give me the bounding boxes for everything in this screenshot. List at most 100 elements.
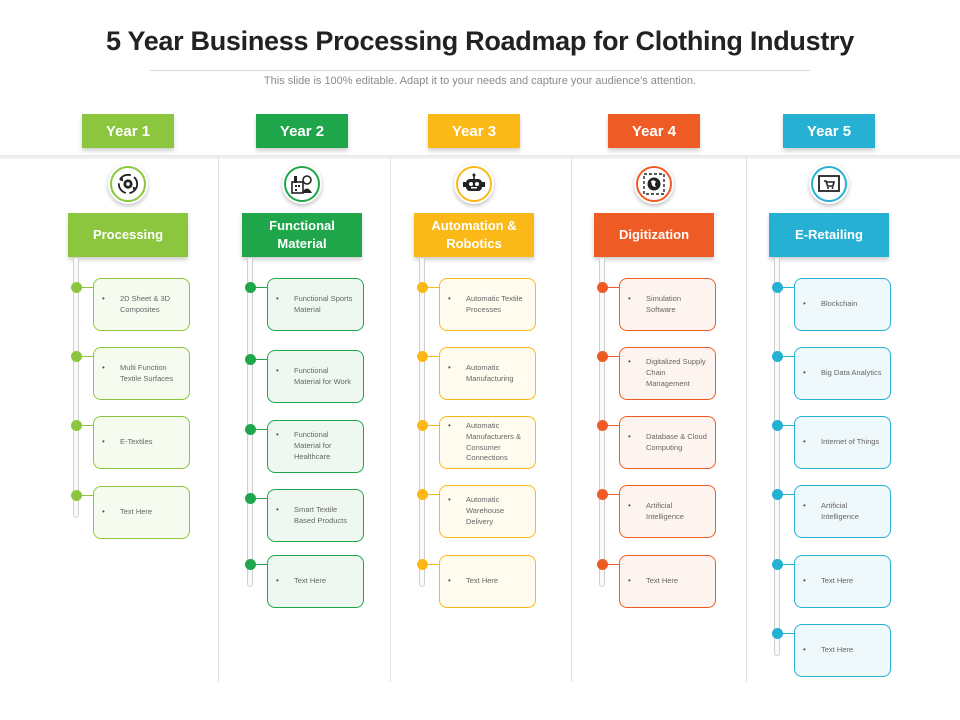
roadmap-item-text: Automatic Manufacturers & Consumer Conne… [466, 420, 522, 463]
roadmap-item-text: Functional Sports Material [294, 293, 353, 314]
roadmap-item: •Smart Textile Based Products [267, 489, 364, 542]
page-subtitle: This slide is 100% editable. Adapt it to… [263, 75, 697, 87]
timeline-connector [80, 425, 98, 426]
roadmap-item: •2D Sheet & 3D Composites [93, 278, 190, 331]
timeline-dot [416, 351, 428, 362]
timeline-dot [771, 628, 783, 639]
roadmap-item-text: Text Here [646, 576, 679, 586]
bullet-marker: • [276, 293, 279, 303]
roadmap-item: •Multi Function Textile Surfaces [93, 347, 190, 400]
bullet-marker: • [276, 576, 279, 586]
timeline-connector [426, 356, 444, 357]
roadmap-item: • Functional Sports Material [267, 278, 364, 331]
category-icon-badge [634, 164, 674, 204]
roadmap-item: • Simulation Software [619, 278, 716, 331]
timeline-dot [596, 282, 608, 293]
gear-cycle-icon [110, 166, 146, 202]
roadmap-item: •Automatic Manufacturing [439, 347, 536, 400]
timeline-dot [771, 351, 783, 362]
timeline-dot [244, 282, 256, 293]
year-tab: Year 5 [783, 114, 875, 148]
bullet-marker: • [448, 420, 451, 430]
timeline-dot [771, 489, 783, 500]
factory-worker-icon [284, 166, 320, 202]
timeline-connector [80, 356, 98, 357]
roadmap-item: • Automatic Textile Processes [439, 278, 536, 331]
page-title: 5 Year Business Processing Roadmap for C… [106, 26, 854, 56]
bullet-marker: • [803, 576, 806, 586]
roadmap-item: •Text Here [267, 555, 364, 608]
timeline-connector [254, 564, 272, 565]
bullet-marker: • [448, 362, 451, 372]
year-tab: Year 4 [608, 114, 700, 148]
timeline-dot [596, 351, 608, 362]
category-title: Processing [68, 213, 188, 257]
roadmap-item-text: Internet of Things [821, 437, 880, 447]
timeline-rail [774, 257, 780, 656]
category-icon-badge [282, 164, 322, 204]
timeline-connector [781, 494, 799, 495]
bullet-marker: • [803, 368, 806, 378]
bullet-marker: • [628, 357, 631, 367]
roadmap-item-text: Text Here [821, 576, 854, 586]
roadmap-item: •Text Here [93, 486, 190, 539]
timeline-connector [606, 564, 624, 565]
roadmap-item-text: Automatic Textile Processes [466, 293, 523, 314]
timeline-connector [254, 287, 272, 288]
roadmap-item: •Artificial Intelligence [619, 485, 716, 538]
timeline-connector [606, 287, 624, 288]
timeline-connector [781, 425, 799, 426]
roadmap-item-text: Big Data Analytics [821, 368, 882, 378]
timeline-dot [70, 282, 82, 293]
bullet-marker: • [102, 437, 105, 447]
bullet-marker: • [803, 437, 806, 447]
roadmap-item-text: Text Here [466, 576, 499, 586]
roadmap-item: • Database & Cloud Computing [619, 416, 716, 469]
timeline-dot [416, 489, 428, 500]
roadmap-item-text: Functional Material for Healthcare [294, 430, 332, 461]
bullet-marker: • [628, 293, 631, 303]
roadmap-item-text: Smart Textile Based Products [294, 504, 347, 525]
roadmap-item-text: Simulation Software [646, 293, 682, 314]
bullet-marker: • [102, 362, 105, 372]
bullet-marker: • [628, 431, 631, 441]
timeline-connector [606, 356, 624, 357]
bullet-marker: • [102, 293, 105, 303]
category-title: E-Retailing [769, 213, 889, 257]
roadmap-item-text: E-Textiles [120, 437, 153, 447]
category-title: Functional Material [242, 213, 362, 257]
timeline-connector [426, 425, 444, 426]
timeline-dot [416, 559, 428, 570]
roadmap-item-text: Artificial Intelligence [646, 500, 684, 521]
header-band [0, 155, 960, 159]
roadmap-item: •Text Here [794, 624, 891, 677]
bullet-marker: • [448, 576, 451, 586]
timeline-dot [596, 420, 608, 431]
year-tab: Year 3 [428, 114, 520, 148]
category-icon-badge [108, 164, 148, 204]
roadmap-item: • Big Data Analytics [794, 347, 891, 400]
bullet-marker: • [628, 576, 631, 586]
category-icon-badge [809, 164, 849, 204]
timeline-connector [781, 564, 799, 565]
roadmap-item-text: Database & Cloud Computing [646, 431, 707, 452]
timeline-connector [80, 495, 98, 496]
column-divider [571, 157, 572, 682]
timeline-dot [596, 559, 608, 570]
timeline-dot [70, 490, 82, 501]
column-divider [390, 157, 391, 682]
bullet-marker: • [448, 293, 451, 303]
roadmap-item-text: Automatic Warehouse Delivery [466, 495, 505, 526]
roadmap-item: • Text Here [439, 555, 536, 608]
roadmap-item: •Artificial Intelligence [794, 485, 891, 538]
bullet-marker: • [102, 507, 105, 517]
timeline-dot [771, 559, 783, 570]
timeline-connector [781, 287, 799, 288]
category-title: Automation & Robotics [414, 213, 534, 257]
timeline-rail [247, 257, 253, 587]
digital-globe-icon [636, 166, 672, 202]
timeline-rail [73, 257, 79, 518]
roadmap-item: • Text Here [619, 555, 716, 608]
timeline-connector [781, 633, 799, 634]
timeline-dot [416, 282, 428, 293]
